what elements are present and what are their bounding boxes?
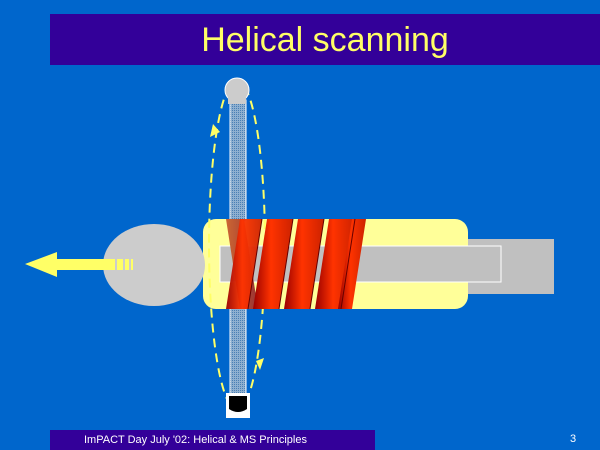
patient-head: [103, 224, 205, 306]
beam-column-bottom: [229, 307, 247, 397]
left-arrow-icon: [25, 252, 133, 277]
orbit-arrow-right: [256, 358, 264, 370]
page-number: 3: [570, 433, 577, 445]
title-bar: Helical scanning: [50, 14, 600, 65]
helical-coil: [226, 218, 366, 310]
orbit-arrow-left: [210, 124, 220, 137]
slide-title: Helical scanning: [201, 20, 449, 59]
x-ray-tube-icon: [224, 77, 250, 104]
detector-icon: [226, 393, 250, 418]
footer-text: ImPACT Day July '02: Helical & MS Princi…: [84, 434, 307, 446]
beam-column-top: [229, 99, 247, 223]
footer-bar: ImPACT Day July '02: Helical & MS Princi…: [50, 430, 375, 450]
